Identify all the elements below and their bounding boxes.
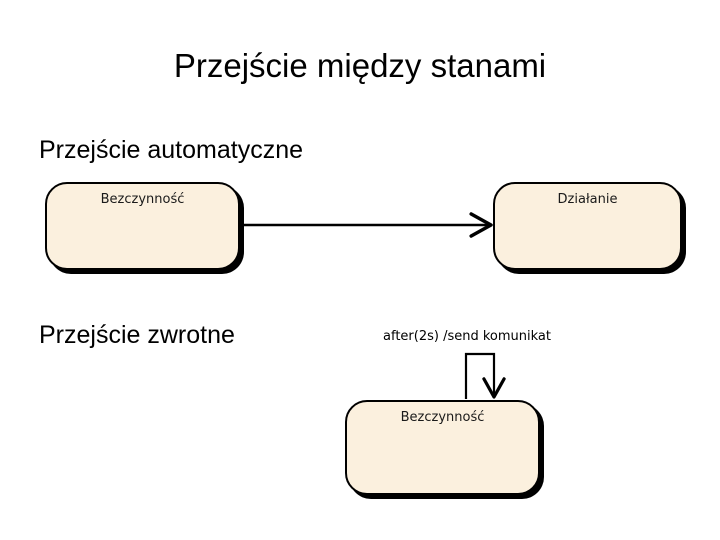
page-title: Przejście między stanami — [173, 47, 547, 84]
state-label: Bezczynność — [100, 192, 185, 207]
section-heading-automatic: Przejście automatyczne — [39, 136, 304, 164]
state-node-bezczynnosc-1[interactable]: Bezczynność — [45, 182, 240, 270]
state-label: Działanie — [557, 192, 618, 207]
section-heading-self: Przejście zwrotne — [39, 321, 235, 349]
transition-label-after-2s: after(2s) /send komunikat — [383, 329, 551, 344]
state-node-dzialanie[interactable]: Działanie — [493, 182, 682, 270]
transition-arrow-self — [464, 352, 506, 399]
state-node-bezczynnosc-2[interactable]: Bezczynność — [345, 400, 540, 495]
state-label: Bezczynność — [400, 410, 485, 425]
